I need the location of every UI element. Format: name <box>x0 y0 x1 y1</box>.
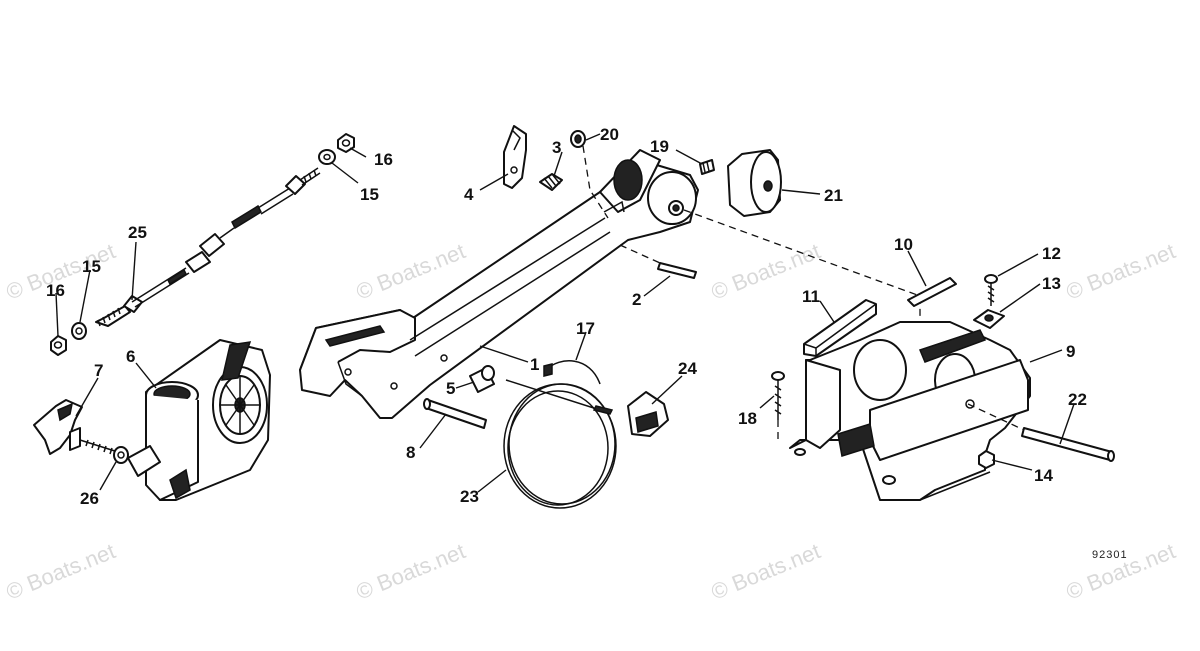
callout-24: 24 <box>678 359 697 378</box>
callout-16: 16 <box>374 150 393 169</box>
screw-part <box>79 439 129 464</box>
callout-11: 11 <box>802 287 820 306</box>
leader-lines <box>55 133 1075 493</box>
latch-part <box>503 125 527 189</box>
bushing-part <box>469 365 495 393</box>
block-part <box>803 299 877 357</box>
callout-15: 15 <box>360 185 379 204</box>
cable-part <box>503 379 617 509</box>
housing-part <box>789 321 1031 501</box>
square-nut-part <box>973 309 1005 329</box>
set-screw-part <box>699 159 715 175</box>
nut-part <box>337 133 355 153</box>
pin-part <box>619 244 697 279</box>
screw-part <box>771 371 785 440</box>
callout-21: 21 <box>824 186 843 205</box>
shim-part <box>907 277 957 307</box>
reference-number: 92301 <box>1092 549 1128 561</box>
callout-16: 16 <box>46 281 65 300</box>
watermark-text: © Boats.net <box>3 538 119 604</box>
callout-19: 19 <box>650 137 669 156</box>
clamp-part <box>627 391 669 437</box>
callout-22: 22 <box>1068 390 1087 409</box>
callout-8: 8 <box>406 443 415 462</box>
grip-part <box>727 149 782 217</box>
alignment-lines <box>582 145 921 318</box>
callout-13: 13 <box>1042 274 1061 293</box>
watermark-text: © Boats.net <box>708 538 824 604</box>
shaft-part <box>967 403 1115 462</box>
cable-assembly-part <box>95 167 321 327</box>
screw-part <box>984 274 998 306</box>
callout-20: 20 <box>600 125 619 144</box>
callout-17: 17 <box>576 319 595 338</box>
washer-part <box>318 149 336 165</box>
callout-14: 14 <box>1034 466 1053 485</box>
nut-part <box>50 335 67 356</box>
knob-part <box>33 399 83 455</box>
bracket-part <box>127 339 271 501</box>
callout-7: 7 <box>94 361 103 380</box>
callout-12: 12 <box>1042 244 1061 263</box>
callout-15: 15 <box>82 257 101 276</box>
callout-25: 25 <box>128 223 147 242</box>
callout-6: 6 <box>126 347 135 366</box>
callout-18: 18 <box>738 409 757 428</box>
nut-part <box>978 450 995 469</box>
callout-23: 23 <box>460 487 479 506</box>
watermark-text: © Boats.net <box>353 538 469 604</box>
watermark-text: © Boats.net <box>1063 238 1179 304</box>
callout-10: 10 <box>894 235 913 254</box>
washer-part <box>71 322 87 340</box>
washer-part <box>570 130 586 148</box>
tiller-arm-part <box>299 149 699 419</box>
clip-part <box>543 360 601 385</box>
callout-3: 3 <box>552 138 561 157</box>
spring-part <box>539 173 563 191</box>
callout-9: 9 <box>1066 342 1075 361</box>
pin-part <box>423 398 487 429</box>
callout-labels: 16 15 25 15 16 6 7 26 4 3 20 19 21 2 1 5… <box>46 125 1087 508</box>
callout-4: 4 <box>464 185 474 204</box>
callout-2: 2 <box>632 290 641 309</box>
callout-1: 1 <box>530 355 539 374</box>
callout-26: 26 <box>80 489 99 508</box>
callout-5: 5 <box>446 379 455 398</box>
